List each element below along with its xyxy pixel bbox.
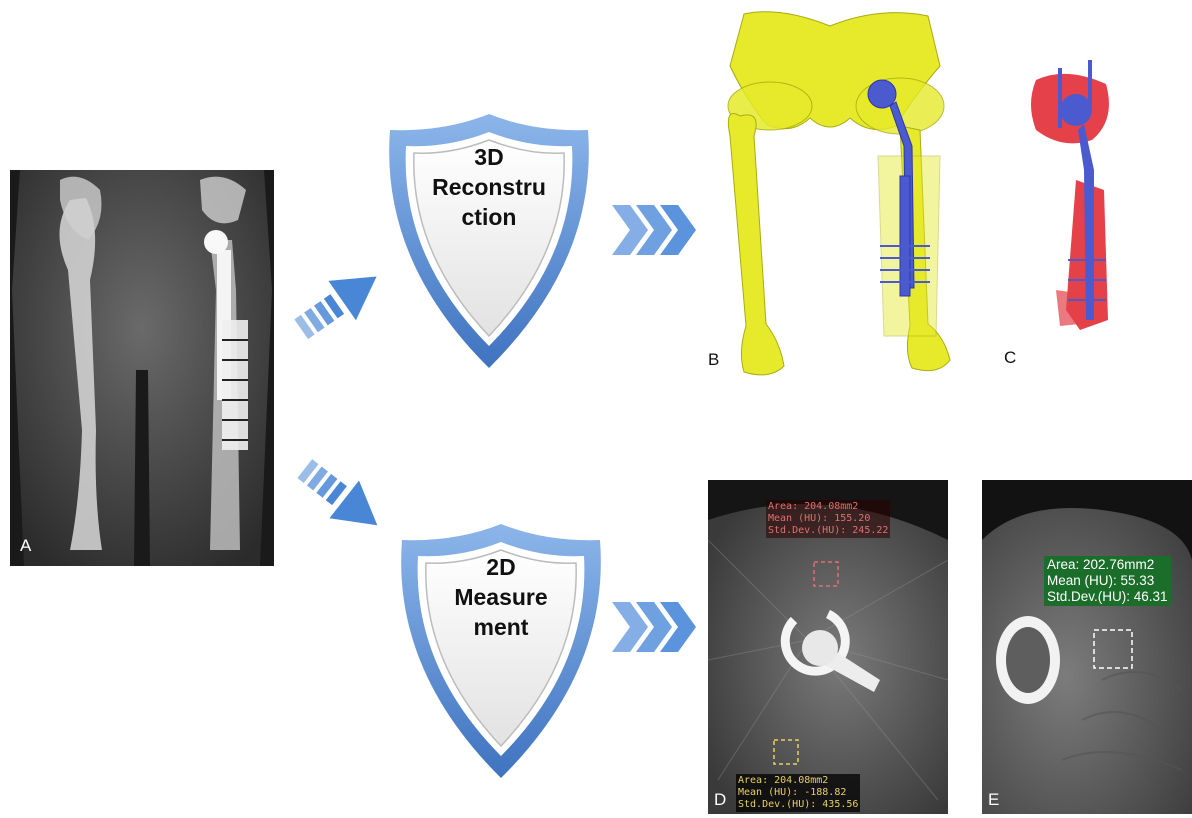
triple-chevron-right-icon xyxy=(612,205,696,255)
panel-d-label: D xyxy=(714,790,726,810)
triple-chevron-right-icon xyxy=(612,602,696,652)
implant-artifact-image xyxy=(996,60,1136,380)
panel-d-axial-ct-implant: Area: 204.08mm2 Mean (HU): 155.20 Std.De… xyxy=(708,480,948,814)
panel-b-3d-reconstruction: B xyxy=(700,6,970,384)
arrow-to-reconstruction xyxy=(288,260,398,340)
measurement-e-mean: Mean (HU): 55.33 xyxy=(1047,573,1168,589)
measurement-e: Area: 202.76mm2 Mean (HU): 55.33 Std.Dev… xyxy=(1044,556,1171,606)
panel-a-coronal-ct: A xyxy=(10,170,274,566)
measurement-d-bottom-area: Area: 204.08mm2 xyxy=(738,775,858,787)
measurement-d-bottom: Area: 204.08mm2 Mean (HU): -188.82 Std.D… xyxy=(736,774,860,812)
panel-a-label: A xyxy=(20,536,31,556)
shield-2d-line2: Measure xyxy=(416,582,586,612)
coronal-ct-image xyxy=(10,170,274,566)
measurement-e-area: Area: 202.76mm2 xyxy=(1047,557,1168,573)
measurement-d-top-std: Std.Dev.(HU): 245.22 xyxy=(768,525,888,537)
measurement-d-bottom-std: Std.Dev.(HU): 435.56 xyxy=(738,799,858,811)
chevrons-to-ct-slices xyxy=(612,602,698,652)
arrow-down-right-icon xyxy=(290,450,392,544)
arrow-up-right-icon xyxy=(288,260,390,340)
panel-b-label: B xyxy=(708,350,719,370)
shield-3d-line3: ction xyxy=(404,202,574,232)
measurement-e-std: Std.Dev.(HU): 46.31 xyxy=(1047,589,1168,605)
shield-2d-measurement: 2D Measure ment xyxy=(396,520,606,782)
measurement-d-top: Area: 204.08mm2 Mean (HU): 155.20 Std.De… xyxy=(766,500,890,538)
shield-2d-line1: 2D xyxy=(416,552,586,582)
panel-c-label: C xyxy=(1004,348,1016,368)
reconstruction-3d-image xyxy=(700,6,970,384)
measurement-d-bottom-mean: Mean (HU): -188.82 xyxy=(738,787,858,799)
shield-3d-line1: 3D xyxy=(404,142,574,172)
measurement-d-top-area: Area: 204.08mm2 xyxy=(768,501,888,513)
shield-3d-reconstruction: 3D Reconstru ction xyxy=(384,110,594,372)
panel-c-implant-artifact: C xyxy=(996,60,1136,380)
shield-2d-line3: ment xyxy=(416,612,586,642)
shield-3d-line2: Reconstru xyxy=(404,172,574,202)
measurement-d-top-mean: Mean (HU): 155.20 xyxy=(768,513,888,525)
axial-ct-contralateral-image xyxy=(982,480,1192,814)
chevrons-to-3d-model xyxy=(612,205,698,255)
arrow-to-measurement xyxy=(290,450,400,550)
panel-e-label: E xyxy=(988,790,999,810)
panel-e-axial-ct-contralateral: Area: 202.76mm2 Mean (HU): 55.33 Std.Dev… xyxy=(982,480,1192,814)
